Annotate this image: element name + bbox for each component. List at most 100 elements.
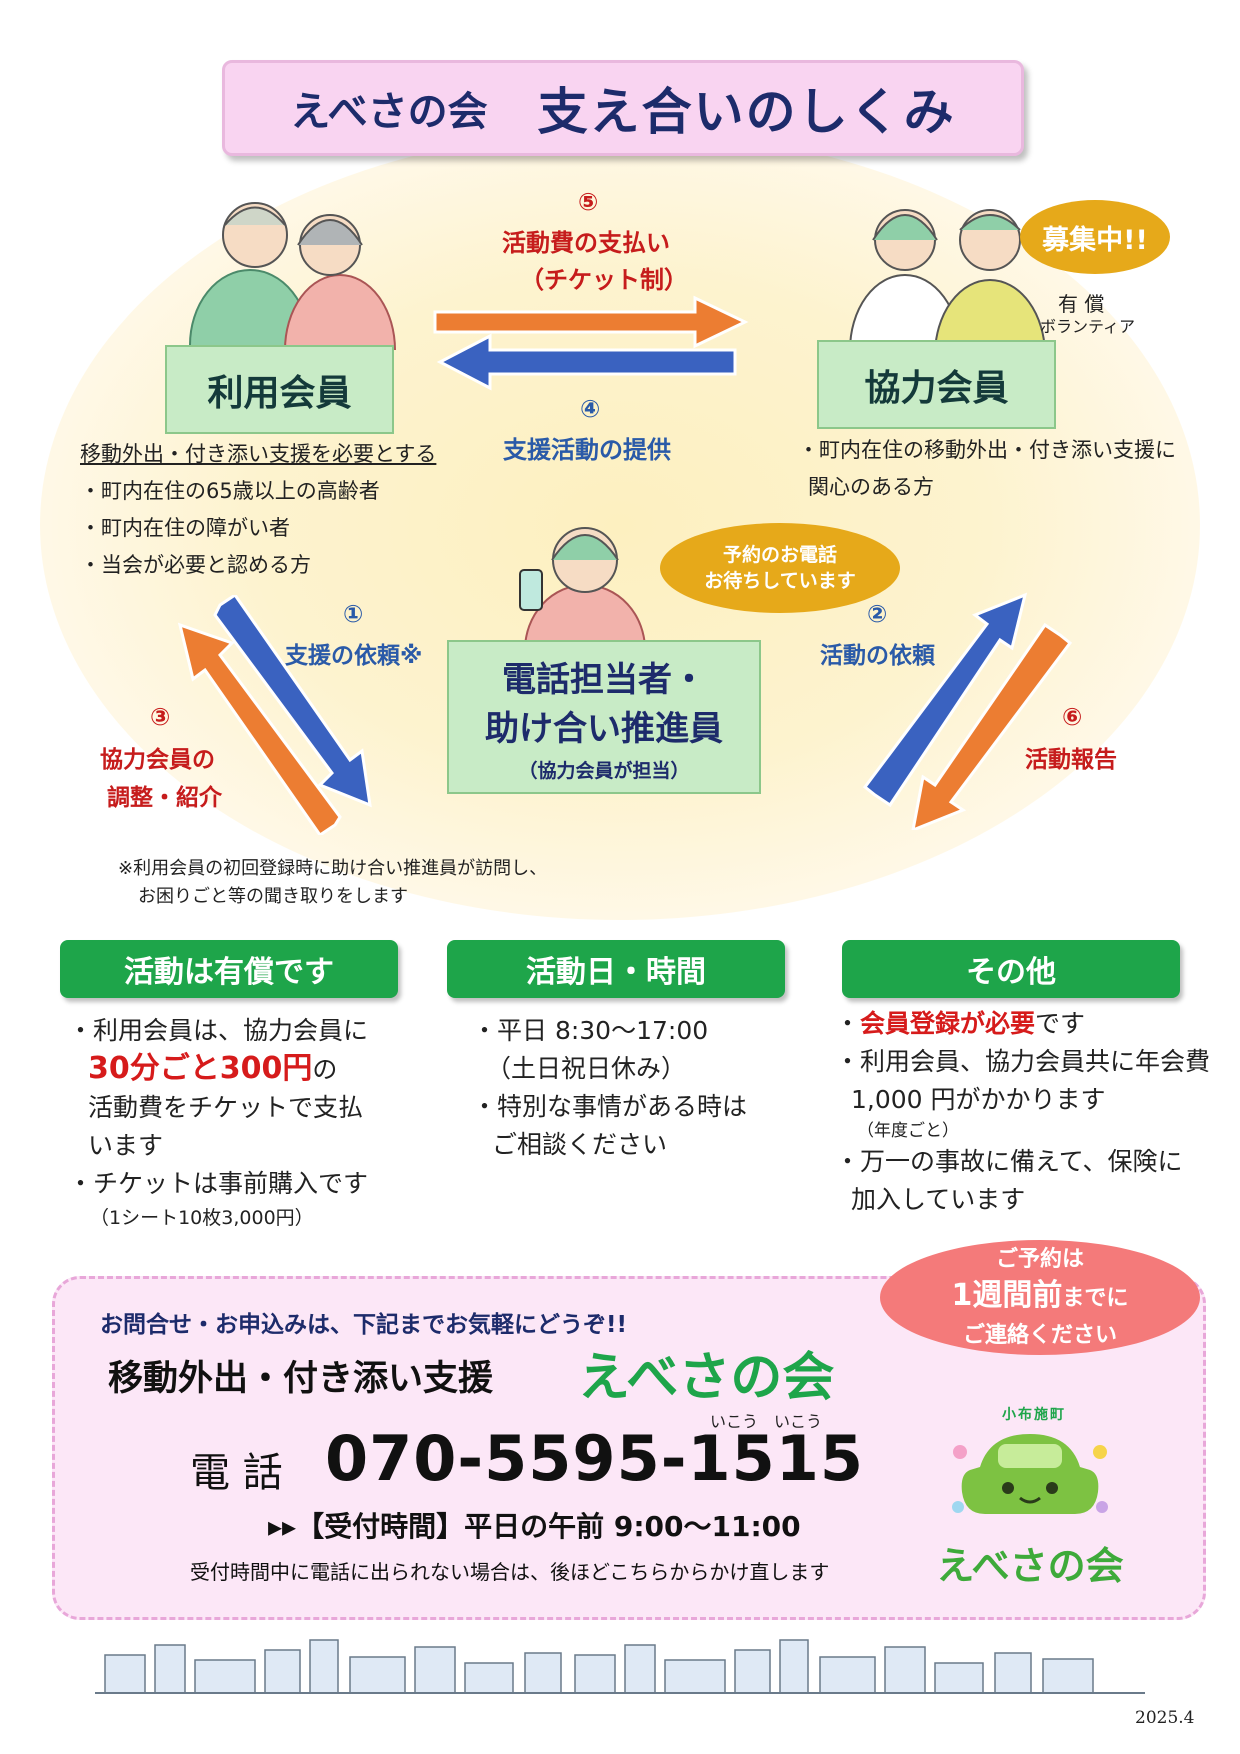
- reception-hours: ▸▸【受付時間】平日の午前 9:00～11:00: [268, 1510, 801, 1543]
- phone-bubble-line: 予約のお電話: [722, 544, 837, 566]
- step5-number: ⑤: [578, 188, 599, 216]
- step6-label: 活動報告: [1025, 747, 1117, 773]
- request-arrow: [213, 595, 372, 808]
- other-note: （年度ごと）: [857, 1121, 959, 1141]
- other-line: です: [1035, 1009, 1086, 1038]
- helper-member-desc-line: ・町内在住の移動外出・付き添い支援に: [798, 438, 1176, 462]
- user-member-box: 利用会員: [165, 345, 394, 434]
- other-line: ・万一の事故に備えて、保険に: [835, 1147, 1183, 1176]
- payment-arrow: [433, 295, 749, 349]
- phone-staff-note: （協力会員が担当）: [518, 759, 690, 782]
- paid-line: ・チケットは事前購入です: [68, 1169, 369, 1198]
- ticket-price: （1シート10枚3,000円）: [90, 1207, 314, 1229]
- recruiting-text: 募集中!!: [1042, 224, 1148, 256]
- other-section: ・会員登録が必要です ・利用会員、協力会員共に年会費 1,000 円がかかります…: [835, 1005, 1210, 1219]
- other-header: その他: [842, 940, 1180, 998]
- activity-request-arrow: [862, 592, 1028, 808]
- reservation-line: ご予約は: [995, 1246, 1084, 1272]
- title-banner: えべさの会 支え合いのしくみ: [222, 60, 1024, 156]
- logo-text: えべさの会: [936, 1544, 1124, 1588]
- reservation-line: ご連絡ください: [962, 1322, 1117, 1348]
- other-line: ・: [835, 1009, 861, 1038]
- coordination-arrow: [177, 622, 342, 835]
- other-line: ・利用会員、協力会員共に年会費: [835, 1047, 1211, 1076]
- paid-header-text: 活動は有償です: [124, 955, 334, 990]
- step5-sublabel: （チケット制）: [520, 266, 688, 294]
- step5-label: 活動費の支払い: [502, 229, 670, 257]
- phone-number[interactable]: 070-5595-1515: [325, 1422, 865, 1495]
- hours-header: 活動日・時間: [447, 940, 785, 998]
- issue-date: 2025.4: [1135, 1708, 1195, 1728]
- user-member-description: 移動外出・付き添い支援を必要とする ・町内在住の65歳以上の高齢者 ・町内在住の…: [80, 436, 436, 584]
- paid-note: 有 償: [1058, 292, 1105, 316]
- user-member-item: ・町内在住の障がい者: [80, 516, 290, 540]
- registration-required: 会員登録が必要: [860, 1009, 1036, 1038]
- townscape-illustration: [95, 1639, 1145, 1694]
- phone-bubble-line: お待ちしています: [704, 570, 856, 592]
- hours-line: ご相談ください: [492, 1130, 668, 1159]
- other-line: 1,000 円がかかります: [851, 1085, 1106, 1114]
- step4-label: 支援活動の提供: [503, 436, 671, 464]
- helper-member-label: 協力会員: [864, 367, 1009, 409]
- car-icon: [952, 1434, 1108, 1514]
- reservation-highlight: 1週間前: [951, 1277, 1063, 1313]
- paid-line: 活動費をチケットで支払: [88, 1093, 364, 1122]
- step6-number: ⑥: [1062, 703, 1083, 731]
- phone-staff-title: 電話担当者・: [502, 659, 706, 700]
- top-arrows: [433, 295, 749, 391]
- phone-waiting-bubble: 予約のお電話 お待ちしています: [660, 523, 900, 613]
- reservation-bubble: ご予約は 1週間前までに ご連絡ください: [880, 1240, 1200, 1355]
- step3-sublabel: 調整・紹介: [107, 785, 222, 811]
- step2-number: ②: [867, 600, 888, 628]
- hours-line: ・平日 8:30～17:00: [472, 1016, 709, 1045]
- hours-section: ・平日 8:30～17:00 （土日祝日休み） ・特別な事情がある時は ご相談く…: [472, 1012, 747, 1164]
- user-member-item: ・町内在住の65歳以上の高齢者: [80, 479, 380, 503]
- other-header-text: その他: [966, 955, 1056, 990]
- step1-label: 支援の依頼※: [285, 643, 423, 669]
- volunteers-illustration: [849, 209, 1046, 350]
- phone-label: 電 話: [190, 1450, 283, 1496]
- step1-number: ①: [343, 600, 364, 628]
- reservation-line: までに: [1062, 1285, 1129, 1311]
- hours-line: ・特別な事情がある時は: [472, 1092, 748, 1121]
- contact-intro: お問合せ・お申込みは、下記までお気軽にどうぞ!!: [100, 1312, 627, 1338]
- step3-number: ③: [150, 703, 171, 731]
- step2-label: 活動の依頼: [820, 643, 935, 669]
- paid-price: 30分ごと300円: [88, 1051, 313, 1086]
- footnote: ※利用会員の初回登録時に助け合い推進員が訪問し、 お困りごと等の聞き取りをします: [118, 855, 547, 911]
- other-line: 加入しています: [851, 1185, 1026, 1214]
- phone-staff-box: 電話担当者・ 助け合い推進員 （協力会員が担当）: [447, 640, 761, 794]
- user-member-item: ・当会が必要と認める方: [80, 553, 311, 577]
- user-member-heading: 移動外出・付き添い支援を必要とする: [80, 442, 437, 466]
- footnote-line: お困りごと等の聞き取りをします: [138, 886, 408, 907]
- right-arrows: [862, 592, 1073, 830]
- step3-label: 協力会員の: [100, 747, 215, 773]
- report-arrow: [911, 622, 1073, 830]
- volunteer-note: ボランティア: [1040, 317, 1136, 336]
- left-arrows: [177, 595, 372, 835]
- paid-header: 活動は有償です: [60, 940, 398, 998]
- paid-line: います: [88, 1131, 164, 1160]
- logo-arc-text: 小布施町: [1002, 1407, 1066, 1423]
- contact-org: えべさの会: [578, 1348, 835, 1408]
- paid-section: ・利用会員は、協力会員に 30分ごと300円の 活動費をチケットで支払 います …: [68, 1012, 368, 1233]
- callback-note: 受付時間中に電話に出られない場合は、後ほどこちらからかけ直します: [190, 1560, 830, 1584]
- logo: 小布施町 えべさの会: [930, 1400, 1130, 1590]
- elderly-couple-illustration: [189, 202, 396, 350]
- page-title: 支え合いのしくみ: [537, 83, 956, 141]
- recruiting-bubble: 募集中!!: [1020, 200, 1170, 274]
- support-arrow: [436, 333, 737, 391]
- helper-member-desc-line: 関心のある方: [808, 475, 934, 499]
- phone-staff-title: 助け合い推進員: [485, 708, 723, 749]
- hours-line: （土日祝日休み）: [486, 1054, 687, 1083]
- hours-header-text: 活動日・時間: [526, 955, 706, 990]
- title-org: えべさの会: [290, 89, 488, 135]
- contact-service: 移動外出・付き添い支援: [108, 1359, 494, 1399]
- helper-member-box: 協力会員: [817, 340, 1056, 429]
- footnote-line: ※利用会員の初回登録時に助け合い推進員が訪問し、: [118, 858, 548, 879]
- phone-staff-illustration: [519, 527, 646, 640]
- phone-ruby: いこう いこう: [710, 1412, 823, 1431]
- step4-number: ④: [580, 395, 601, 423]
- helper-member-description: ・町内在住の移動外出・付き添い支援に 関心のある方: [798, 432, 1176, 506]
- paid-line: の: [312, 1055, 338, 1084]
